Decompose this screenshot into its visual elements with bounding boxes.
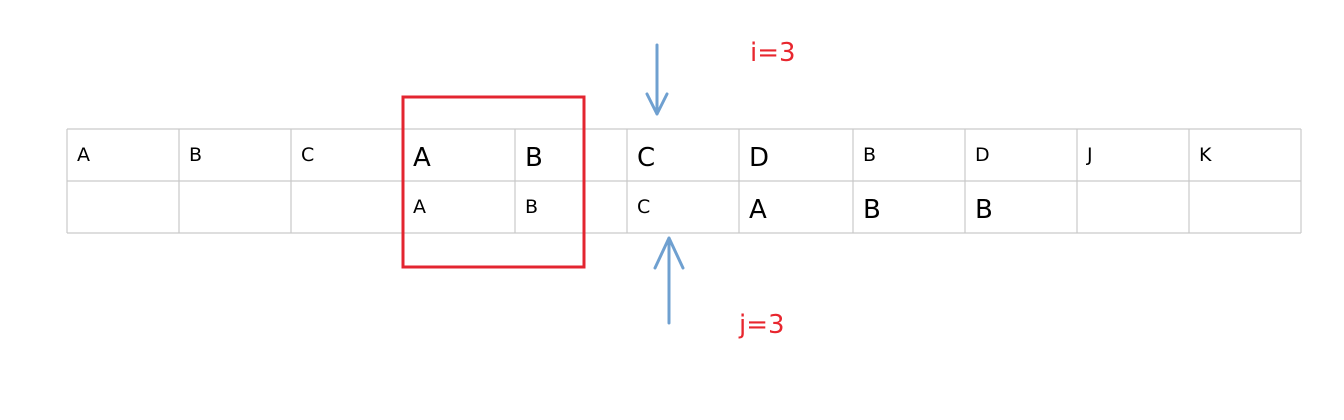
pattern-cell: B (975, 195, 993, 225)
text-cell: J (1086, 144, 1093, 166)
table-cells: A B C A B C D B D J K A B C A B B (77, 143, 1212, 225)
text-cell: B (525, 143, 543, 173)
pointer-i-label: i=3 (750, 38, 796, 68)
matched-prefix-highlight (401, 95, 586, 269)
text-cell: A (413, 143, 431, 173)
text-cell: A (77, 144, 90, 166)
string-table (66, 128, 1302, 234)
text-cell: B (863, 144, 876, 166)
pattern-cell: B (525, 196, 538, 218)
text-cell: C (301, 144, 314, 166)
pattern-cell: A (413, 196, 426, 218)
text-cell: K (1199, 144, 1212, 166)
text-cell: B (189, 144, 202, 166)
pattern-cell: B (863, 195, 881, 225)
pointer-j-label: j=3 (738, 310, 785, 340)
text-cell: C (637, 143, 655, 173)
pattern-cell: A (749, 195, 767, 225)
text-cell: D (749, 143, 769, 173)
arrow-down-icon (645, 43, 669, 116)
arrow-up-icon (653, 236, 685, 325)
pattern-cell: C (637, 196, 650, 218)
text-cell: D (975, 144, 990, 166)
